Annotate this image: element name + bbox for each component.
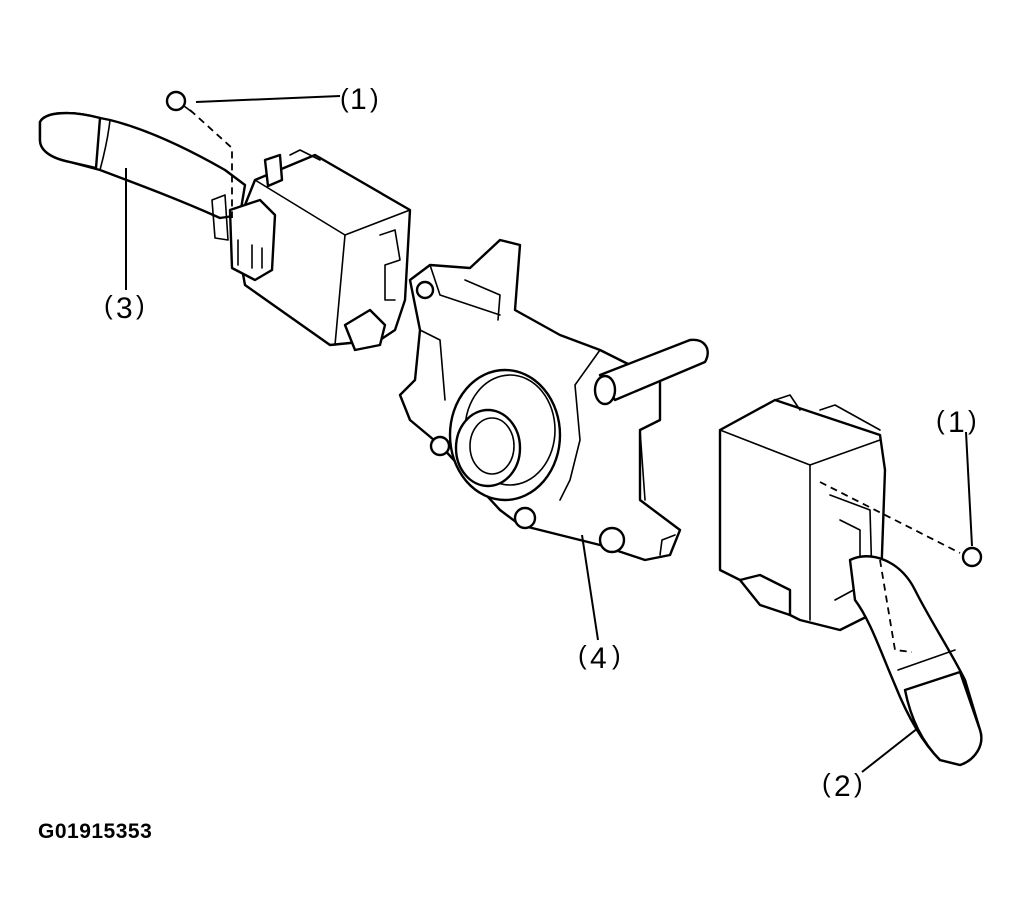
center-pin: [598, 338, 709, 402]
left-switch-assembly: [38, 109, 412, 352]
svg-text:(: (: [822, 768, 831, 798]
callout-label-right-switch: 2: [834, 770, 851, 803]
right-lever-tip: [903, 670, 983, 767]
svg-text:(: (: [936, 405, 945, 435]
callout-screw-top: ( 1 ): [340, 83, 379, 116]
callout-left-switch: ( 3 ): [104, 290, 145, 325]
callout-label-center-body: 4: [590, 642, 607, 675]
svg-text:(: (: [104, 290, 113, 320]
svg-text:): ): [854, 768, 863, 798]
svg-text:(: (: [340, 83, 349, 113]
svg-text:): ): [370, 83, 379, 113]
center-body-assembly: [398, 238, 709, 641]
screw-right: [819, 431, 983, 568]
svg-text:): ): [612, 640, 621, 670]
callout-center-body: ( 4 ): [578, 640, 621, 675]
callout-screw-right: ( 1 ): [936, 405, 977, 439]
center-cylinder-inner: [454, 408, 522, 488]
svg-text:): ): [136, 290, 145, 320]
svg-text:(: (: [578, 640, 587, 670]
callout-label-left-switch: 3: [116, 292, 133, 325]
left-lever-tip: [38, 111, 102, 170]
right-switch-housing: [718, 398, 887, 632]
figure-id-label: G01915353: [38, 820, 153, 843]
left-connector: [228, 198, 277, 282]
callout-label-screw-right: 1: [948, 406, 965, 439]
right-switch-assembly: [718, 394, 983, 773]
screw-top: [165, 90, 341, 113]
callout-right-switch: ( 2 ): [822, 768, 863, 803]
callout-label-screw-top: 1: [350, 83, 367, 116]
svg-text:): ): [968, 405, 977, 435]
